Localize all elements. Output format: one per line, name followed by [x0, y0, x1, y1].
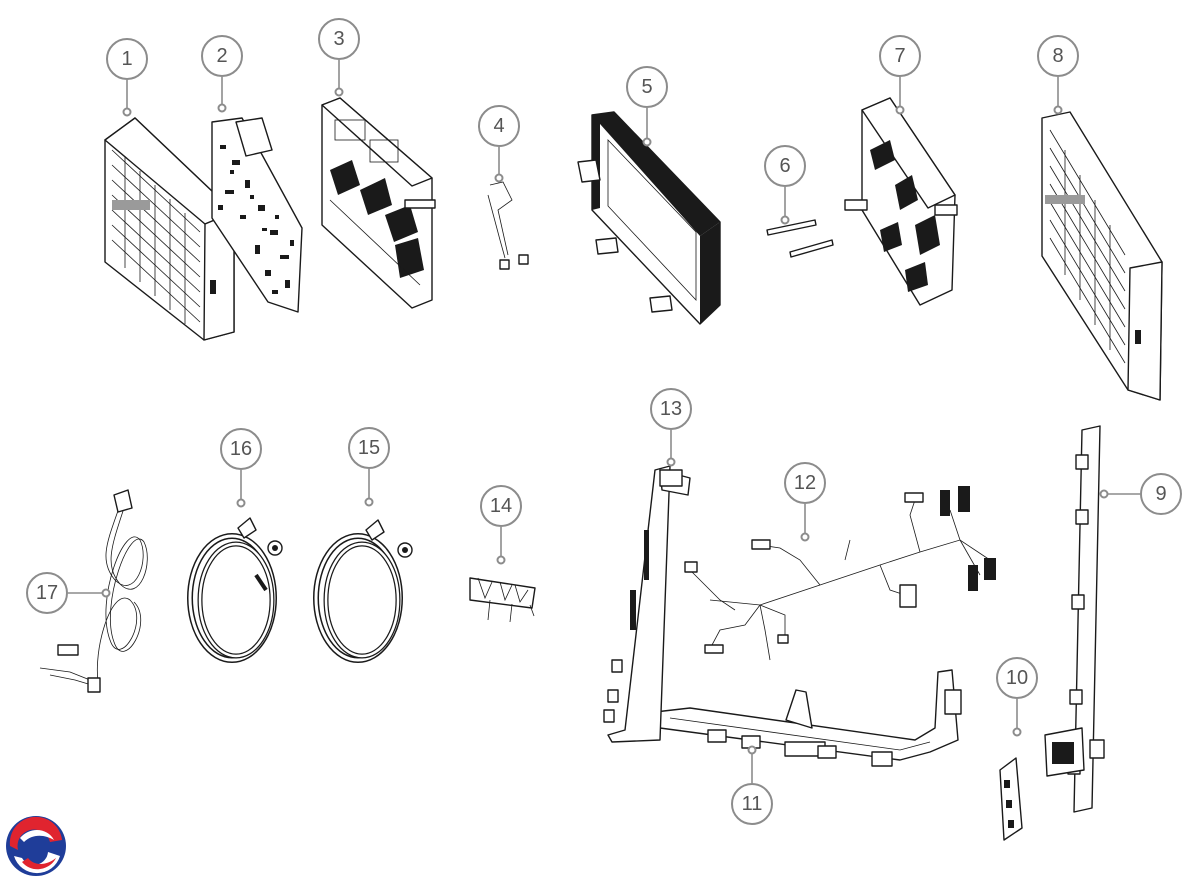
callout-11: 11	[731, 745, 773, 825]
callout-15: 15	[348, 427, 390, 507]
part-2-control-board	[211, 117, 303, 313]
callout-2: 2	[201, 35, 243, 113]
callout-8: 8	[1037, 35, 1079, 115]
part-12-wiring-harness	[684, 486, 996, 661]
callout-17-label: 17	[36, 582, 58, 604]
part-15-hose	[313, 519, 413, 663]
callout-10-label: 10	[1006, 667, 1028, 689]
callout-13: 13	[650, 388, 692, 467]
part-16-hose	[187, 517, 283, 663]
callout-8-label: 8	[1052, 45, 1063, 67]
part-17-power-cord	[39, 489, 148, 693]
part-6-gasket-strips	[766, 219, 834, 258]
callout-14: 14	[480, 485, 522, 565]
callout-7: 7	[879, 35, 921, 115]
callout-5-label: 5	[641, 76, 652, 98]
part-1-front-grille	[104, 117, 235, 341]
callout-4-label: 4	[493, 115, 504, 137]
part-8-rear-grille	[1041, 111, 1163, 401]
callout-9: 9	[1099, 473, 1182, 515]
brand-swirl-logo-icon	[6, 816, 66, 876]
callout-6-label: 6	[779, 155, 790, 177]
callout-13-label: 13	[660, 398, 682, 420]
part-7-bracket-assembly	[844, 97, 958, 306]
callout-1-label: 1	[121, 48, 132, 70]
callout-9-label: 9	[1155, 483, 1166, 505]
callout-4: 4	[478, 105, 520, 183]
callout-14-label: 14	[490, 495, 512, 517]
part-4-wire-clips	[487, 181, 529, 270]
callout-5: 5	[626, 66, 668, 147]
callout-12: 12	[784, 462, 826, 542]
callout-7-label: 7	[894, 45, 905, 67]
callout-10: 10	[996, 657, 1038, 737]
callout-11-label: 11	[742, 793, 763, 815]
callout-6: 6	[764, 145, 806, 225]
part-3-housing-frame	[321, 97, 436, 309]
part-5-tray-frame	[577, 111, 721, 325]
part-9-vertical-rail	[1044, 425, 1105, 813]
part-14-clip-bracket	[469, 577, 536, 623]
callout-3: 3	[318, 18, 360, 97]
callout-1: 1	[106, 38, 148, 117]
part-13-vertical-rail	[603, 465, 691, 743]
callout-17: 17	[26, 572, 111, 614]
callout-16: 16	[220, 428, 262, 508]
part-11-lower-rail	[654, 669, 962, 767]
callout-15-label: 15	[358, 437, 380, 459]
callout-16-label: 16	[230, 438, 252, 460]
callout-3-label: 3	[333, 28, 344, 50]
part-10-small-bracket	[999, 757, 1023, 841]
callout-2-label: 2	[216, 45, 227, 67]
callout-12-label: 12	[794, 472, 816, 494]
